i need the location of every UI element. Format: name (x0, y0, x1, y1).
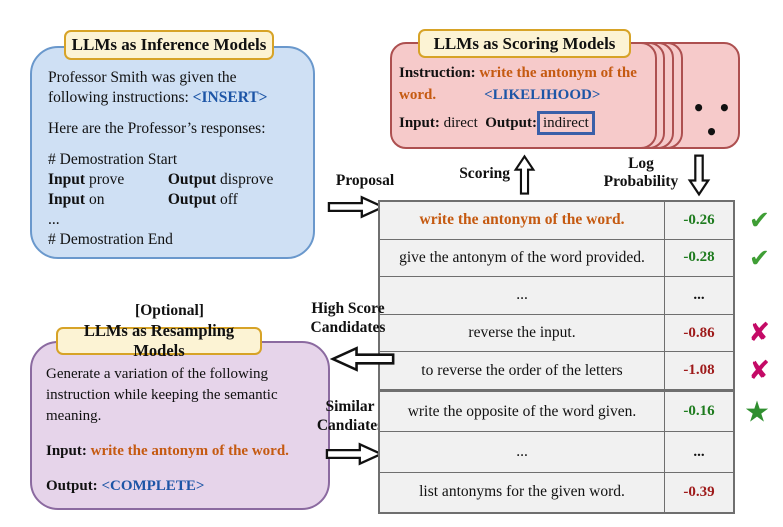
inference-badge: LLMs as Inference Models (64, 30, 274, 60)
table-row: write the antonym of the word. -0.26 ✔ (380, 202, 770, 240)
similar-candidates-label: Similar Candiates (316, 398, 384, 434)
resampling-model-box (30, 341, 330, 510)
scoring-badge: LLMs as Scoring Models (418, 29, 631, 58)
proposal-right-arrow-icon (327, 194, 385, 220)
high-score-left-arrow-icon (330, 345, 396, 373)
candidate-score: ... (693, 443, 705, 460)
resampling-body: Generate a variation of the following in… (46, 366, 278, 424)
table-row: write the opposite of the word given. -0… (380, 392, 770, 433)
insert-token: <INSERT> (192, 89, 268, 106)
more-cards-ellipsis-icon: • • • (692, 96, 734, 144)
demo-ellipsis: ... (48, 211, 60, 228)
scoring-instruction-line2: word. <LIKELIHOOD> (399, 84, 651, 106)
candidate-instruction: reverse the input. (380, 314, 665, 352)
candidate-instruction: write the antonym of the word. (380, 202, 665, 239)
log-probability-label: Log Probability (603, 155, 679, 190)
demo-start-line: # Demostration Start (48, 151, 178, 168)
responses-line: Here are the Professor’s responses: (48, 120, 266, 137)
proposal-label: Proposal (335, 172, 395, 189)
scoring-up-arrow-icon (513, 152, 536, 198)
candidate-instruction: write the opposite of the word given. (380, 392, 665, 432)
high-score-candidates-label: High Score Candidates (310, 300, 386, 336)
table-row: to reverse the order of the letters -1.0… (380, 352, 770, 389)
candidate-score: -0.39 (683, 483, 715, 500)
check-icon: ✔ (749, 243, 770, 273)
complete-token: <COMPLETE> (101, 478, 205, 494)
resampling-badge: LLMs as Resampling Models (56, 321, 262, 360)
scoring-io-line: Input: direct Output:indirect (399, 111, 651, 135)
inference-badge-label: LLMs as Inference Models (71, 35, 267, 54)
optional-label: [Optional] (135, 302, 204, 319)
cross-icon: ✘ (748, 318, 770, 349)
resampling-input-line: Input: write the antonym of the word. (46, 443, 289, 459)
candidate-score: -0.16 (683, 403, 715, 420)
candidate-score: -0.28 (683, 249, 715, 266)
resampling-badge-label: LLMs as Resampling Models (83, 321, 235, 360)
candidate-instruction: list antonyms for the given word. (380, 472, 665, 513)
inference-model-box (30, 46, 315, 259)
candidate-score-table: write the antonym of the word. -0.26 ✔ g… (378, 200, 770, 391)
scoring-instruction-line: Instruction: write the antonym of the (399, 65, 637, 81)
demo-block: # Demostration Start Input prove Output … (48, 150, 300, 250)
table-row: ... ... (380, 277, 733, 315)
table-row: list antonyms for the given word. -0.39 (380, 472, 733, 513)
demo-row: Input on Output off (48, 191, 238, 208)
table-row: give the antonym of the word provided. -… (380, 239, 770, 278)
candidate-instruction: give the antonym of the word provided. (380, 239, 665, 277)
candidate-instruction: ... (380, 432, 665, 472)
candidate-score: -1.08 (683, 362, 715, 379)
inference-prompt-text: Professor Smith was given the following … (48, 68, 300, 250)
candidate-score: ... (693, 286, 705, 303)
resampling-prompt-text: Generate a variation of the following in… (46, 364, 316, 497)
inference-prompt-line: Professor Smith was given the following … (48, 69, 268, 106)
similar-right-arrow-icon (325, 441, 383, 467)
resampling-output-line: Output: <COMPLETE> (46, 478, 205, 494)
star-icon: ★ (744, 394, 770, 429)
candidate-score: -0.86 (683, 324, 715, 341)
highlighted-output-value: indirect (536, 111, 595, 135)
scoring-badge-label: LLMs as Scoring Models (433, 33, 616, 53)
demo-end-line: # Demostration End (48, 231, 173, 248)
candidate-instruction: to reverse the order of the letters (380, 352, 665, 389)
table-row: ... ... (380, 432, 733, 473)
likelihood-token: <LIKELIHOOD> (484, 87, 601, 103)
log-probability-down-arrow-icon (687, 152, 711, 198)
scoring-prompt-text: Instruction: write the antonym of the wo… (399, 62, 651, 135)
table-row: reverse the input. -0.86 ✘ (380, 314, 770, 353)
cross-icon: ✘ (748, 355, 770, 386)
similar-candidates-table: write the opposite of the word given. -0… (378, 390, 770, 515)
check-icon: ✔ (749, 205, 770, 235)
demo-row: Input prove Output disprove (48, 171, 274, 188)
scoring-arrow-label: Scoring (459, 165, 510, 182)
candidate-score: -0.26 (683, 211, 715, 228)
candidate-instruction: ... (380, 277, 665, 314)
